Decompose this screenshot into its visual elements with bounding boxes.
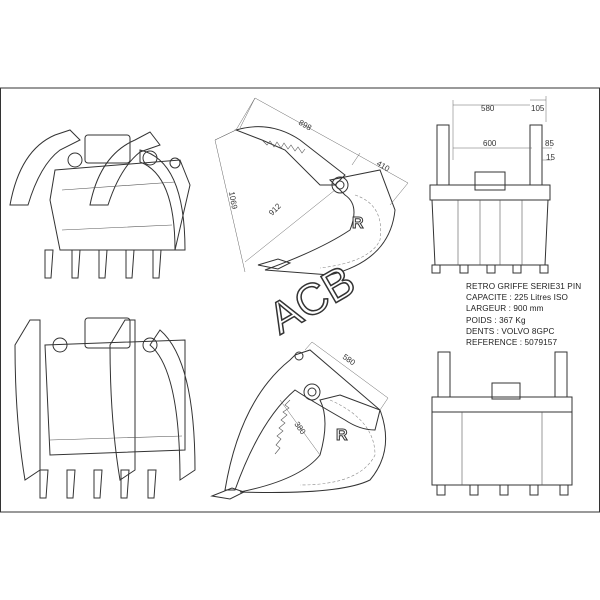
spec-weight: POIDS : 367 Kg — [466, 315, 526, 325]
spec-model: RETRO GRIFFE SERIE31 PIN — [466, 282, 582, 291]
spec-capacity: CAPACITE : 225 Litres ISO — [466, 293, 568, 303]
bucket-mark-closed: R — [336, 427, 348, 444]
dim-length: 898 — [297, 118, 314, 133]
dim-inner: 380 — [292, 420, 307, 437]
side-view-open: R 898 410 1069 912 — [214, 97, 409, 276]
dim-height: 1069 — [227, 191, 239, 211]
side-view-closed: R 580 380 — [210, 341, 389, 500]
spec-reference: REFERENCE : 5079157 — [466, 338, 558, 348]
isometric-view-closed — [14, 317, 196, 499]
spec-teeth: DENTS : VOLVO 8GPC — [466, 326, 555, 336]
specifications-block: RETRO GRIFFE SERIE31 PIN CAPACITE : 225 … — [466, 281, 581, 348]
dim-front-inner: 600 — [483, 139, 497, 148]
dim-front-h2: 15 — [546, 153, 555, 162]
isometric-view-open — [9, 129, 191, 279]
bucket-mark: R — [352, 215, 364, 232]
dim-front-h1: 85 — [545, 139, 554, 148]
spec-width: LARGEUR : 900 mm — [466, 304, 544, 314]
front-view-closed — [431, 351, 573, 496]
dim-front-arm: 105 — [531, 104, 545, 113]
dim-front-outer: 580 — [481, 104, 495, 113]
dim-diag: 912 — [267, 201, 283, 217]
dim-pivot: 410 — [375, 159, 392, 174]
front-view-open: 580 105 600 85 15 — [429, 96, 555, 274]
